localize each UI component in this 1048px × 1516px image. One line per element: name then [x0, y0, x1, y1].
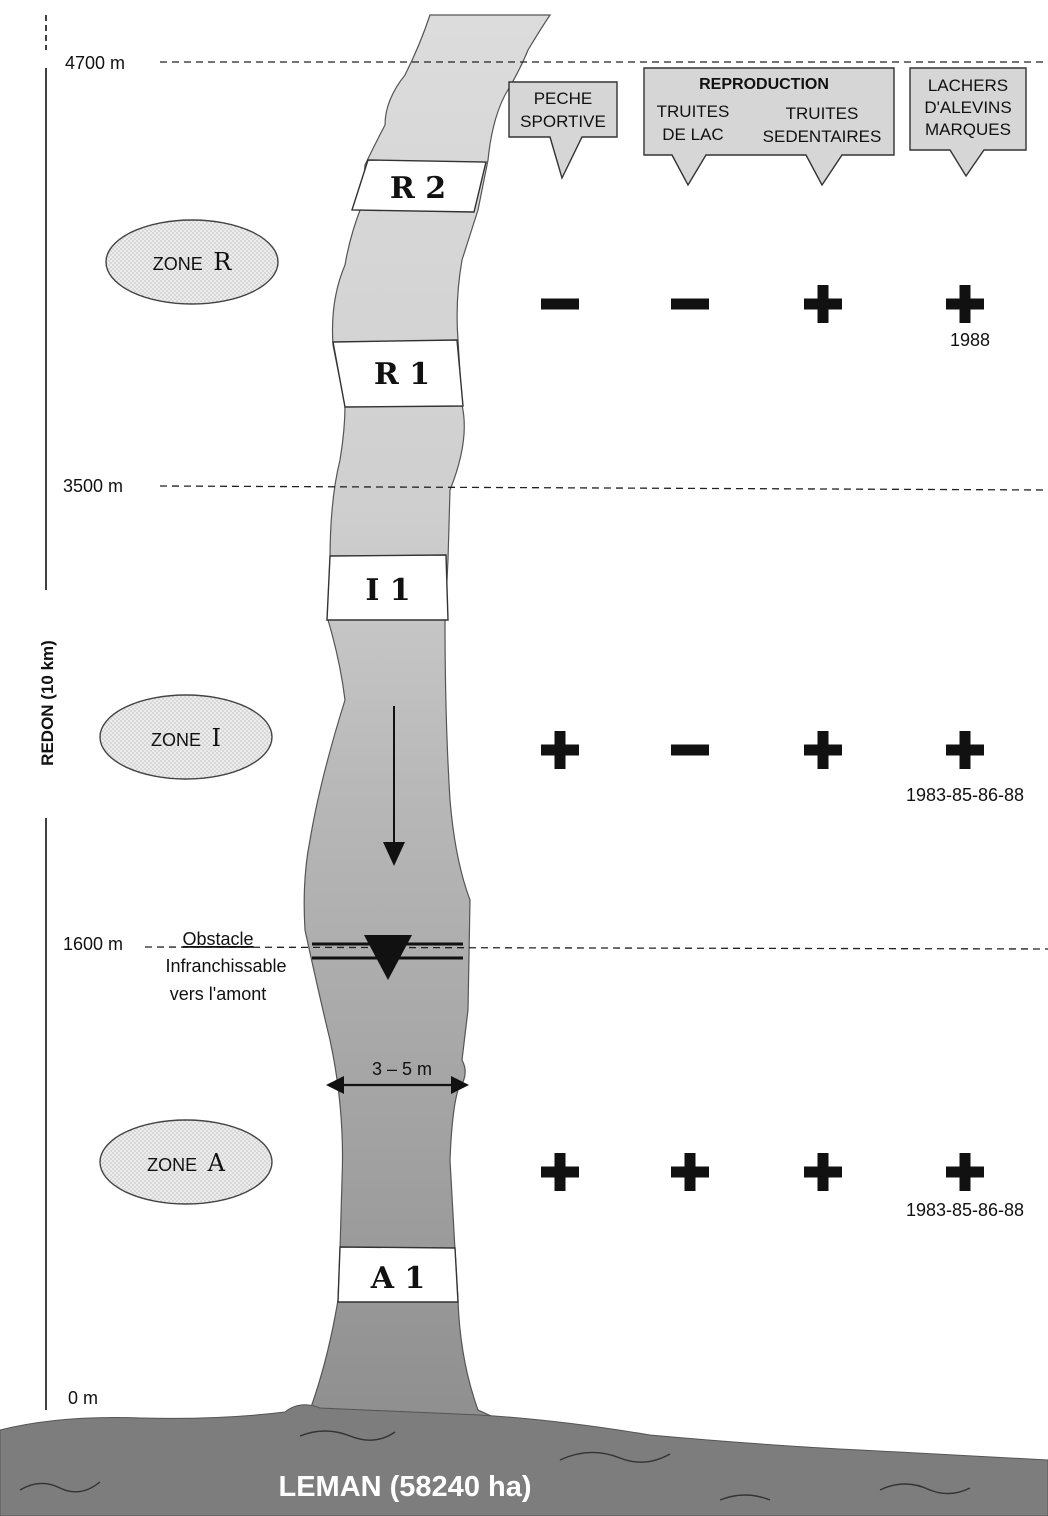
callout-peche-line2: SPORTIVE [520, 112, 606, 131]
callout-sed-line2: SEDENTAIRES [763, 127, 882, 146]
width-label: 3 – 5 m [372, 1059, 432, 1079]
callout-lachers-line1: LACHERS [928, 76, 1008, 95]
lake-shape [0, 1404, 1048, 1516]
section-r1-label: R 1 [374, 357, 430, 392]
zone-r-badge: ZONE R [105, 219, 279, 305]
callout-lachers-line2: D'ALEVINS [924, 98, 1011, 117]
lake-label: LEMAN (58240 ha) [278, 1471, 531, 1503]
axis-title: REDON (10 km) [38, 640, 57, 766]
callout-peche-line1: PECHE [534, 89, 593, 108]
zone-a-peche-plus-icon [541, 1153, 579, 1191]
zone-i-badge: ZONE I [99, 694, 273, 780]
level-line-1600 [144, 946, 1048, 950]
callout-reproduction: REPRODUCTION TRUITES DE LAC TRUITES SEDE… [643, 67, 895, 187]
zone-i-years: 1983-85-86-88 [906, 785, 1024, 805]
lake-waves [19, 1430, 971, 1501]
svg-text:ZONE I: ZONE I [151, 724, 221, 752]
zone-a-lachers-plus-icon [946, 1153, 984, 1191]
callout-peche: PECHE SPORTIVE [508, 81, 618, 180]
zone-a-letter: A [207, 1149, 226, 1177]
section-r1: R 1 [332, 339, 464, 408]
zone-r-word: ZONE [153, 254, 203, 274]
svg-text:ZONE A: ZONE A [147, 1149, 225, 1177]
zone-a-badge: ZONE A [99, 1119, 273, 1205]
status-marks [541, 285, 984, 1191]
callout-lac-line1: TRUITES [657, 102, 730, 121]
callout-lachers: LACHERS D'ALEVINS MARQUES [909, 67, 1027, 178]
tick-1600: 1600 m [63, 934, 123, 954]
zone-a-word: ZONE [147, 1155, 197, 1175]
zone-i-truites-sed-plus-icon [804, 731, 842, 769]
flow-arrow [383, 706, 405, 866]
tick-4700: 4700 m [65, 53, 125, 73]
obstacle-label-1: Obstacle [182, 929, 253, 949]
zone-r-lachers-plus-icon [946, 285, 984, 323]
callout-lachers-line3: MARQUES [925, 120, 1011, 139]
section-i1: I 1 [326, 554, 449, 621]
zone-a-years: 1983-85-86-88 [906, 1200, 1024, 1220]
zone-r-letter: R [213, 248, 232, 276]
zone-r-peche-minus-icon [541, 298, 579, 310]
zone-i-letter: I [211, 724, 220, 752]
zone-i-truites-lac-minus-icon [671, 744, 709, 756]
width-arrow [326, 1076, 469, 1094]
zone-r-truites-sed-plus-icon [804, 285, 842, 323]
section-i1-label: I 1 [365, 573, 410, 608]
zone-i-word: ZONE [151, 730, 201, 750]
zone-i-lachers-plus-icon [946, 731, 984, 769]
level-line-3500 [159, 485, 1048, 491]
section-a1: A 1 [337, 1246, 459, 1303]
svg-text:ZONE R: ZONE R [153, 248, 232, 276]
zone-r-years: 1988 [950, 330, 990, 350]
tick-3500: 3500 m [63, 476, 123, 496]
callout-lac-line2: DE LAC [662, 125, 723, 144]
obstacle-label-3: vers l'amont [170, 984, 266, 1004]
zone-r-truites-lac-minus-icon [671, 298, 709, 310]
tick-0: 0 m [68, 1388, 98, 1408]
callout-reproduction-title: REPRODUCTION [699, 76, 829, 93]
zone-a-truites-sed-plus-icon [804, 1153, 842, 1191]
obstacle-label-2: Infranchissable [165, 956, 286, 976]
zone-i-peche-plus-icon [541, 731, 579, 769]
stream-body [279, 14, 552, 1421]
zone-a-truites-lac-plus-icon [671, 1153, 709, 1191]
section-r2-label: R 2 [390, 171, 446, 206]
callout-sed-line1: TRUITES [786, 104, 859, 123]
section-a1-label: A 1 [370, 1261, 426, 1296]
obstacle-marker [312, 935, 463, 980]
section-r2: R 2 [351, 159, 487, 213]
